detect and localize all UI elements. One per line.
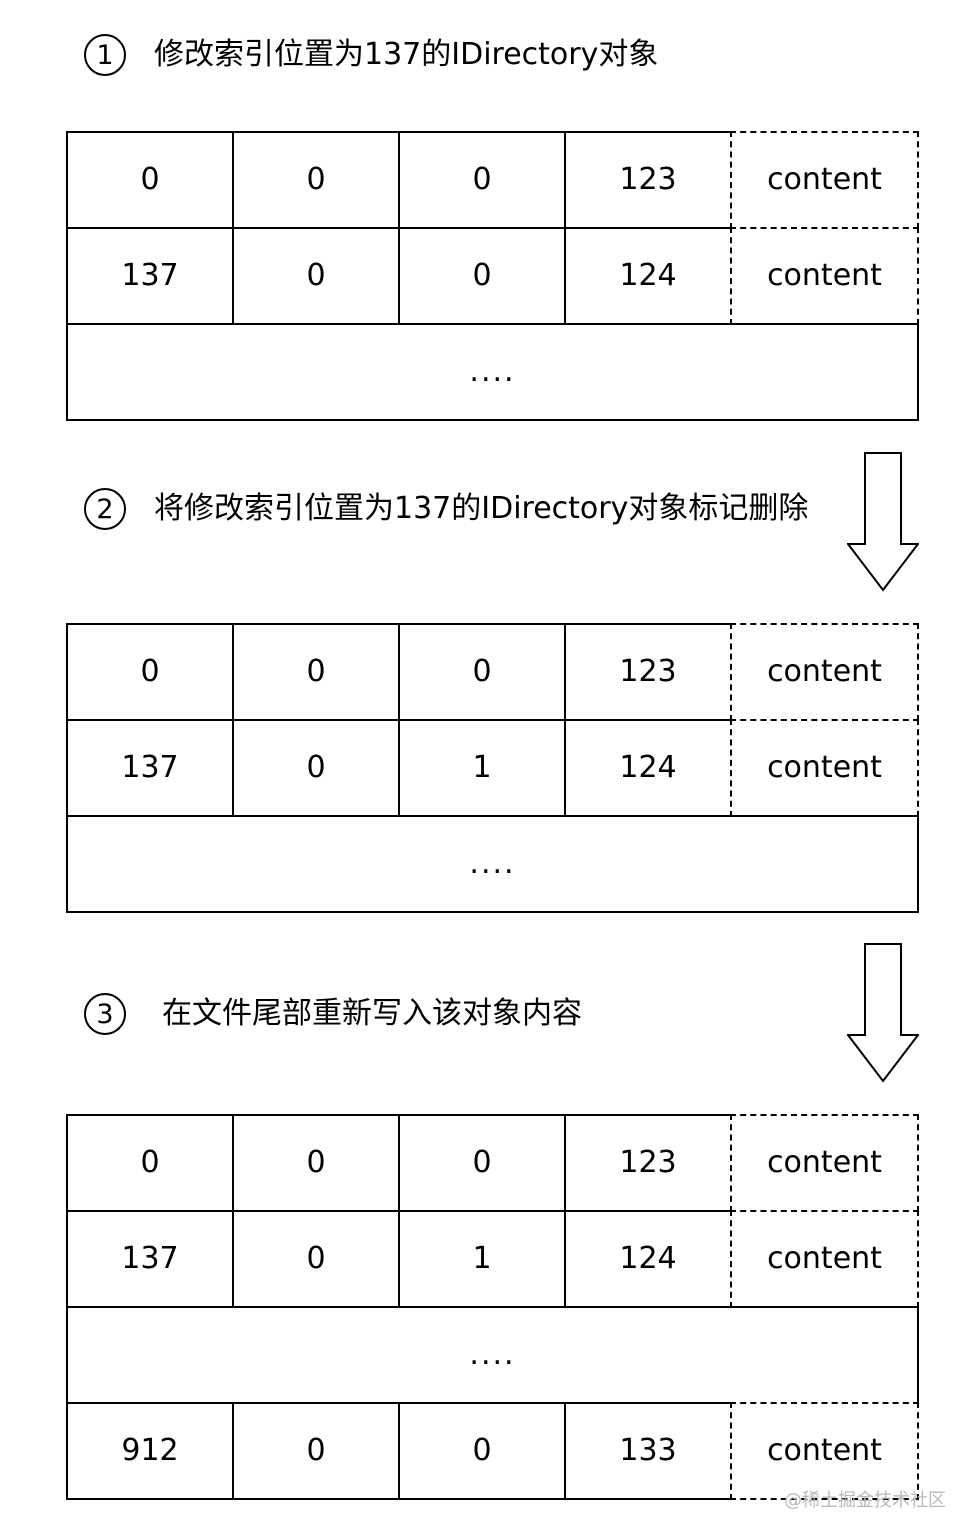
table-1-ellipsis-row: .... (66, 323, 919, 421)
step-3-text: 在文件尾部重新写入该对象内容 (162, 996, 582, 1031)
table-1-row-1-col-4: 123 (564, 131, 732, 229)
table-2-row-2-col-5: content (730, 719, 919, 817)
table-3-row-2-col-3: 1 (398, 1210, 566, 1308)
table-2-row-1-col-1: 0 (66, 623, 234, 721)
step-3-number-circle: 3 (84, 993, 126, 1035)
table-3-appended-row-col-4: 133 (564, 1402, 732, 1500)
table-1-row-1-col-2: 0 (232, 131, 400, 229)
step-1-text: 修改索引位置为137的IDirectory对象 (154, 37, 659, 72)
step-1-number: 1 (96, 39, 114, 71)
table-2-row-2-col-1: 137 (66, 719, 234, 817)
step-2-number: 2 (96, 493, 114, 525)
table-1-row-2-col-5: content (730, 227, 919, 325)
table-3-row-2-col-4: 124 (564, 1210, 732, 1308)
table-3-row-1-col-1: 0 (66, 1114, 234, 1212)
table-2-row-2-col-3: 1 (398, 719, 566, 817)
table-2-row-1-col-4: 123 (564, 623, 732, 721)
table-2-row-1-col-2: 0 (232, 623, 400, 721)
table-2-row-2-col-2: 0 (232, 719, 400, 817)
table-1-row-1-col-5: content (730, 131, 919, 229)
table-2-row-2-col-4: 124 (564, 719, 732, 817)
table-3-ellipsis-row: .... (66, 1306, 919, 1404)
step-3-number: 3 (96, 998, 114, 1030)
table-3-row-1-col-5: content (730, 1114, 919, 1212)
table-3-row-2-col-5: content (730, 1210, 919, 1308)
table-1-row-2-col-2: 0 (232, 227, 400, 325)
table-3-row-2-col-2: 0 (232, 1210, 400, 1308)
table-3-appended-row-col-1: 912 (66, 1402, 234, 1500)
step-1-label: 1 修改索引位置为137的IDirectory对象 (84, 32, 658, 78)
table-3-row-1-col-2: 0 (232, 1114, 400, 1212)
table-1-row-1-col-1: 0 (66, 131, 234, 229)
step-2-label: 2 将修改索引位置为137的IDirectory对象标记删除 (84, 486, 808, 532)
table-1-row-1-col-3: 0 (398, 131, 566, 229)
down-arrow-icon (847, 452, 919, 592)
table-2-row-1-col-3: 0 (398, 623, 566, 721)
table-1-row-2-col-4: 124 (564, 227, 732, 325)
step-3-label: 3 在文件尾部重新写入该对象内容 (84, 991, 582, 1037)
step-2-text: 将修改索引位置为137的IDirectory对象标记删除 (154, 491, 809, 526)
step-1-number-circle: 1 (84, 34, 126, 76)
table-3-row-2-col-1: 137 (66, 1210, 234, 1308)
table-3-appended-row-col-2: 0 (232, 1402, 400, 1500)
table-3-row-1-col-4: 123 (564, 1114, 732, 1212)
table-3-row-1-col-3: 0 (398, 1114, 566, 1212)
watermark: @稀土掘金技术社区 (784, 1490, 946, 1511)
table-2-row-1-col-5: content (730, 623, 919, 721)
table-1-row-2-col-1: 137 (66, 227, 234, 325)
step-2-number-circle: 2 (84, 488, 126, 530)
table-2-ellipsis-row: .... (66, 815, 919, 913)
table-1-row-2-col-3: 0 (398, 227, 566, 325)
down-arrow-icon (847, 943, 919, 1083)
table-3-appended-row-col-3: 0 (398, 1402, 566, 1500)
table-3-appended-row-col-5: content (730, 1402, 919, 1500)
